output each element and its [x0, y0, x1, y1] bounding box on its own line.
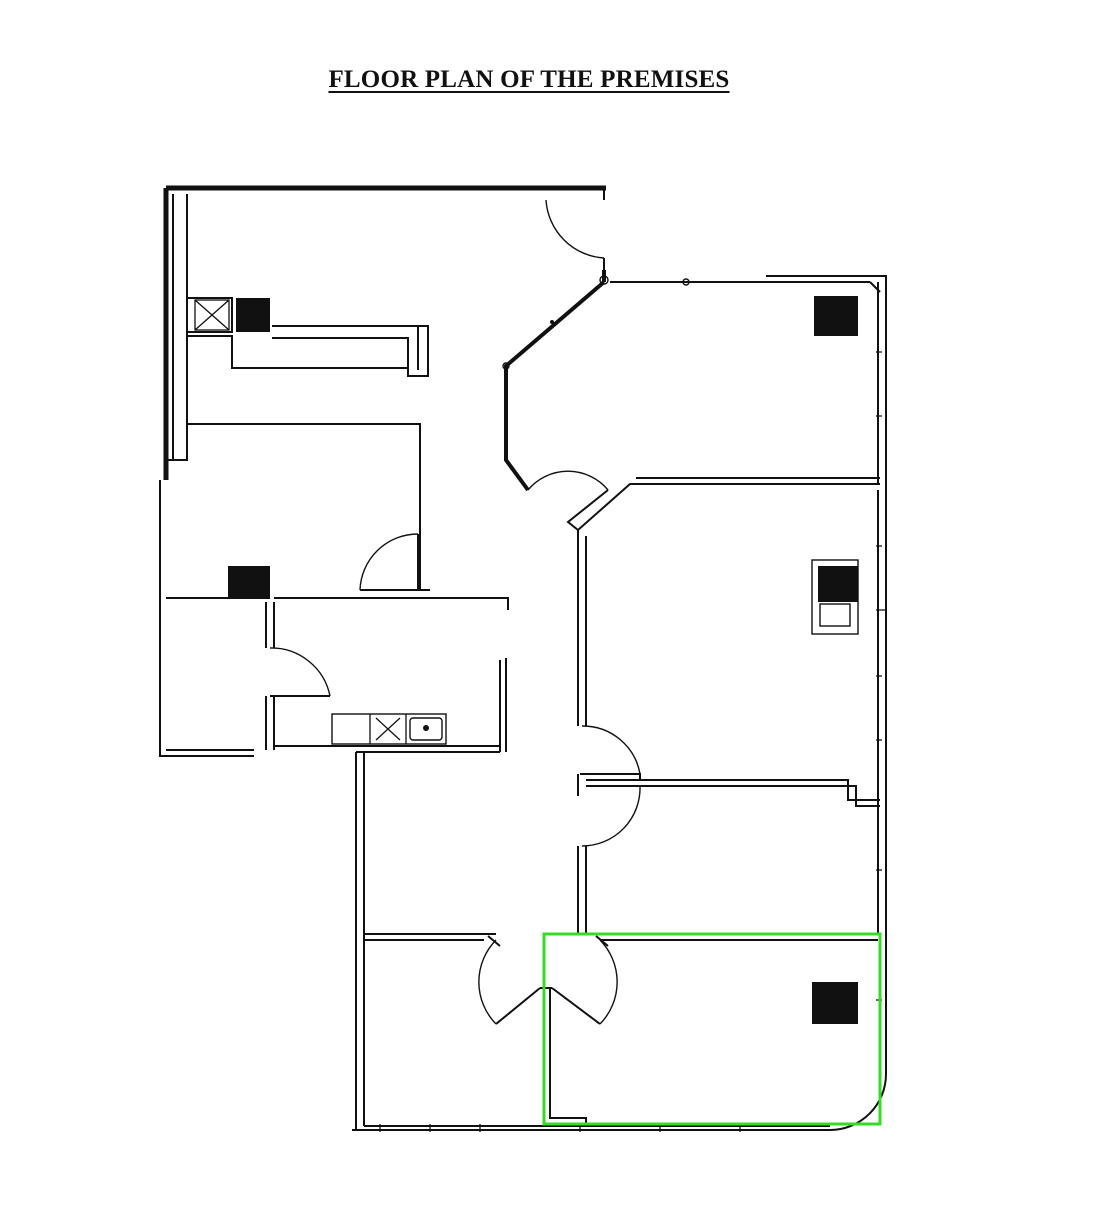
outer-wall-north-west [159, 185, 606, 757]
bottom-right-room [549, 933, 878, 1126]
structural-column [814, 296, 858, 336]
highlighted-premises-area [542, 932, 882, 1126]
outer-wall-south [352, 1073, 887, 1132]
door-top-right-room [527, 470, 880, 532]
structural-column [812, 982, 858, 1024]
corridor-east-wall [502, 199, 770, 492]
left-room-2 [166, 597, 509, 750]
right-rooms-west-wall [577, 530, 880, 934]
page-title: FLOOR PLAN OF THE PREMISES [328, 66, 730, 93]
lower-left-room [355, 752, 618, 1130]
kitchenette [274, 658, 507, 753]
service-shaft [187, 297, 429, 377]
left-room-1 [166, 423, 430, 591]
structural-column [228, 566, 270, 598]
structural-column [236, 298, 270, 332]
outer-wall-east [766, 275, 887, 1074]
structural-column [818, 566, 858, 602]
